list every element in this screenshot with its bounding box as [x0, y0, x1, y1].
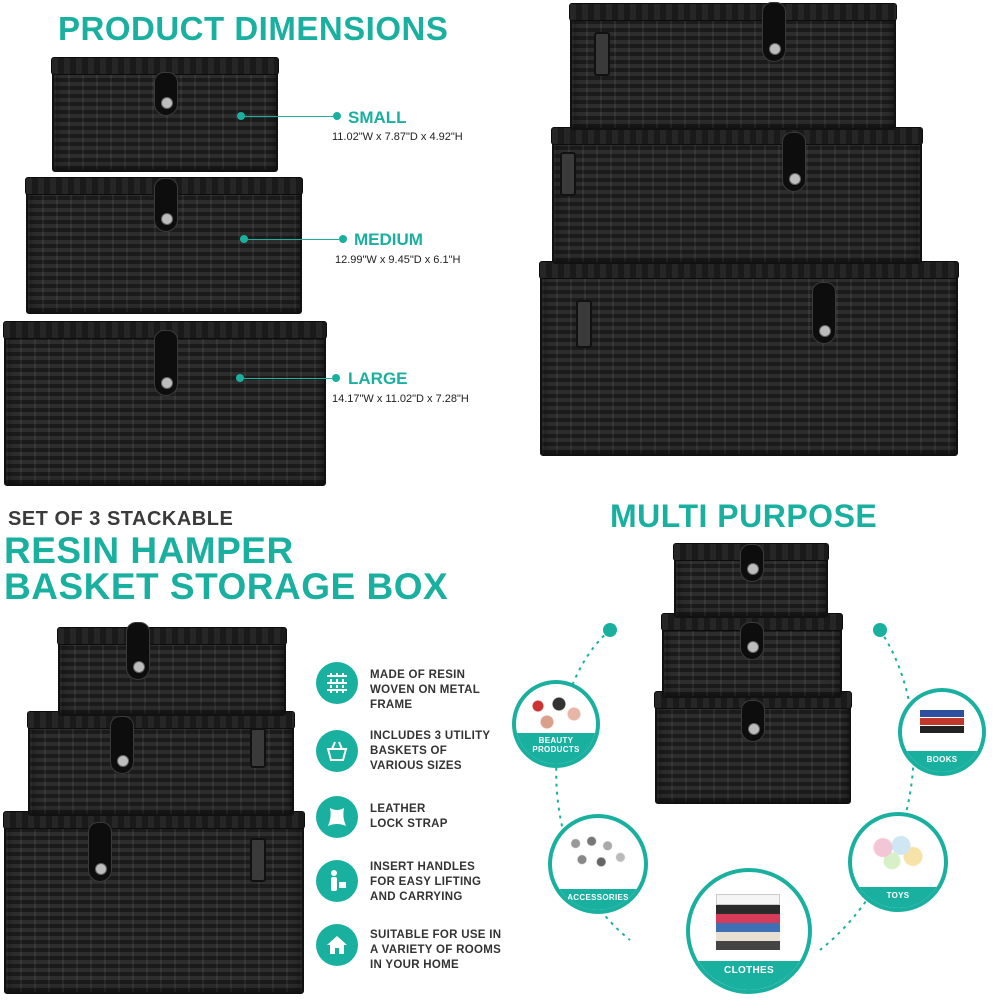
books-label: BOOKS: [902, 751, 982, 772]
weave-icon: [316, 662, 358, 704]
clothes-bubble: CLOTHES: [686, 868, 812, 994]
set-of-3-subtitle: SET OF 3 STACKABLE: [8, 508, 234, 530]
medium-line: [244, 239, 339, 240]
large-label-dot: [332, 374, 340, 382]
toys-label: TOYS: [852, 887, 944, 908]
beauty-products-label: BEAUTY PRODUCTS: [516, 733, 596, 764]
small-label-dot: [333, 112, 341, 120]
large-basket-image: [3, 321, 327, 486]
books-bubble: BOOKS: [898, 688, 986, 776]
product-dimensions-heading: PRODUCT DIMENSIONS: [58, 10, 449, 47]
multi-purpose-heading: MULTI PURPOSE: [610, 498, 878, 534]
leather-icon: [316, 796, 358, 838]
medium-size-label: MEDIUM: [354, 230, 423, 249]
toys-bubble: TOYS: [848, 812, 948, 912]
product-title-line1: RESIN HAMPER: [4, 530, 294, 571]
clothes-label: CLOTHES: [690, 961, 808, 990]
accessories-label: ACCESSORIES: [552, 889, 644, 910]
large-size-dims: 14.17"W x 11.02"D x 7.28"H: [332, 393, 469, 405]
person-lifting-icon: [316, 860, 358, 902]
dotted-arc: [555, 623, 915, 951]
basket-icon: [316, 730, 358, 772]
small-line: [241, 116, 333, 117]
medium-size-dims: 12.99"W x 9.45"D x 6.1"H: [335, 254, 461, 266]
large-line: [240, 378, 332, 379]
small-size-dims: 11.02"W x 7.87"D x 4.92"H: [332, 131, 463, 143]
small-size-label: SMALL: [348, 108, 407, 127]
medium-basket-image: [25, 177, 303, 314]
beauty-products-bubble: BEAUTY PRODUCTS: [512, 680, 600, 768]
house-icon: [316, 924, 358, 966]
product-title-line2: BASKET STORAGE BOX: [4, 566, 449, 607]
medium-label-dot: [339, 235, 347, 243]
large-size-label: LARGE: [348, 369, 408, 388]
accessories-bubble: ACCESSORIES: [548, 814, 648, 914]
